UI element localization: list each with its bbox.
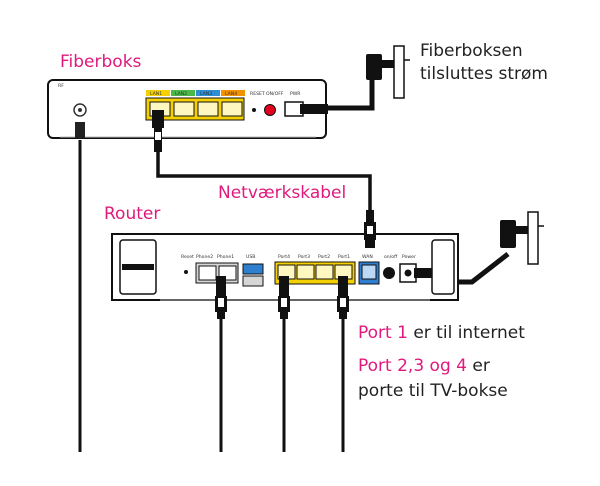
port1-rest: er til internet	[407, 323, 525, 343]
network-cable-label: Netværkskabel	[218, 183, 347, 203]
fiberbox-power-note-line2: tilsluttes strøm	[420, 64, 548, 84]
fiberbox-power-adapter	[366, 45, 410, 99]
router-reset-button	[184, 270, 188, 274]
router-usb-text: USB	[246, 254, 255, 260]
router-onoff-button	[383, 267, 395, 279]
fiberbox-lan-ports	[145, 97, 245, 121]
router-device: Reset Phone2 Phone1 USB Port4 Port3 Port…	[111, 210, 459, 319]
fiberbox-onoff-button	[264, 104, 276, 116]
fiberbox-rf-connector	[73, 103, 87, 138]
router-wan-plug	[364, 210, 376, 248]
router-phone2-text: Phone2	[196, 254, 213, 260]
lan4-label	[221, 90, 245, 96]
fiberbox-lan1-plug	[152, 110, 164, 152]
port1-highlight: Port 1	[358, 323, 408, 343]
pwr-text: PWR	[290, 91, 301, 97]
rf-label: RF	[58, 83, 64, 89]
router-reset-text: Reset	[181, 254, 194, 260]
router-power-adapter	[500, 211, 544, 265]
router-onoff-text: on/off	[384, 254, 398, 260]
router-power-text: Power	[402, 254, 416, 260]
lan2-text: LAN2	[175, 91, 187, 97]
router-title: Router	[104, 204, 161, 224]
tv-ports-note-line2: porte til TV-bokse	[358, 381, 508, 401]
tv-ports-rest: er	[466, 356, 490, 376]
router-port4-text: Port4	[278, 254, 290, 260]
router-power-plug	[414, 268, 432, 278]
fiberbox-power-note-line1: Fiberboksen	[420, 41, 523, 61]
fiberbox-reset-button	[252, 108, 256, 112]
reset-text: RESET	[250, 91, 265, 97]
fiberbox-device: RF LAN1 LAN2 LAN3 LAN4 RESET ON/OFF PWR	[47, 79, 328, 152]
lan3-label	[196, 90, 220, 96]
router-port2-text: Port2	[318, 254, 330, 260]
fiberbox-title: Fiberboks	[60, 52, 142, 72]
lan3-text: LAN3	[200, 91, 212, 97]
lan2-label	[171, 90, 195, 96]
fiberbox-power-cable	[328, 78, 375, 111]
router-wan-port	[358, 261, 380, 285]
lan4-text: LAN4	[225, 91, 237, 97]
router-port1-text: Port1	[338, 254, 350, 260]
router-phone1-plug	[215, 296, 227, 319]
router-wan-text: WAN	[362, 254, 373, 260]
network-cable	[156, 152, 372, 216]
router-usb-ports	[242, 263, 264, 287]
router-phone1-text: Phone1	[217, 254, 234, 260]
router-port3-text: Port3	[298, 254, 310, 260]
onoff-text: ON/OFF	[266, 91, 284, 97]
router-port1-plug	[337, 296, 349, 319]
lan1-text: LAN1	[150, 91, 162, 97]
fiberbox-pwr-plug	[300, 104, 328, 114]
lan1-label	[146, 90, 170, 96]
tv-ports-highlight: Port 2,3 og 4	[358, 356, 467, 376]
port1-note: Port 1 er til internet	[358, 323, 525, 343]
router-port4-plug	[278, 296, 290, 319]
tv-ports-note-line1: Port 2,3 og 4 er	[358, 356, 490, 376]
